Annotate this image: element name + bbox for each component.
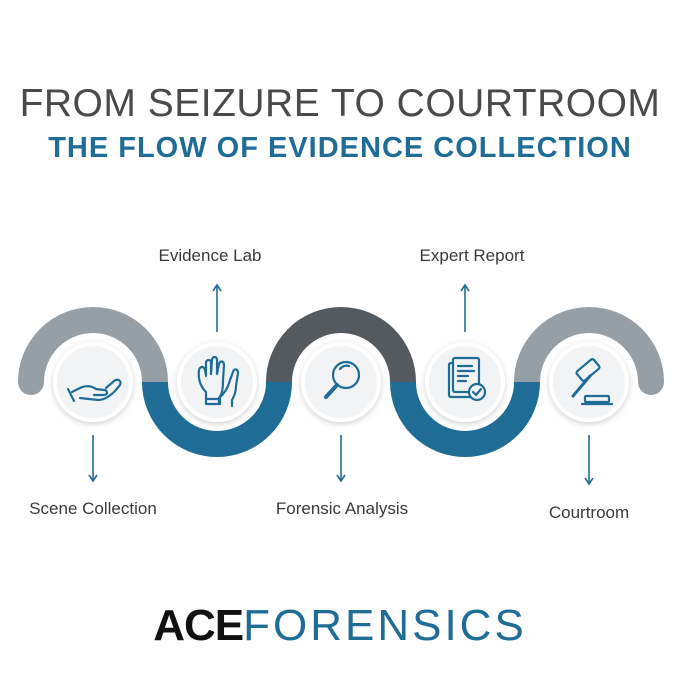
wave-arc-3 (266, 307, 416, 383)
ace-forensics-logo: ACEFORENSICS (0, 600, 680, 652)
wave-arc-1 (18, 307, 168, 383)
report-icon (447, 356, 487, 402)
gloves-icon (197, 355, 240, 408)
step-label-evidence-lab: Evidence Lab (158, 246, 262, 265)
step-label-forensic-analysis: Forensic Analysis (275, 499, 409, 518)
gavel-icon (571, 358, 614, 406)
page-subtitle: THE FLOW OF EVIDENCE COLLECTION (48, 132, 632, 164)
node-courtroom (549, 342, 629, 422)
logo-forensics: FORENSICS (243, 601, 527, 650)
step-label-courtroom: Courtroom (548, 503, 630, 522)
arrows (88, 283, 594, 486)
step-label-expert-report: Expert Report (419, 246, 525, 265)
wave-arc-5 (514, 307, 664, 383)
node-forensic-analysis (301, 342, 381, 422)
wave-arc-4 (390, 381, 540, 457)
logo-ace: ACE (153, 601, 244, 650)
step-label-scene-collection: Scene Collection (29, 499, 157, 518)
node-evidence-lab (177, 342, 257, 422)
hand-icon (66, 378, 122, 403)
page-title: FROM SEIZURE TO COURTROOM (19, 82, 661, 125)
wave-arc-2 (142, 381, 292, 457)
magnifier-icon (324, 360, 361, 399)
